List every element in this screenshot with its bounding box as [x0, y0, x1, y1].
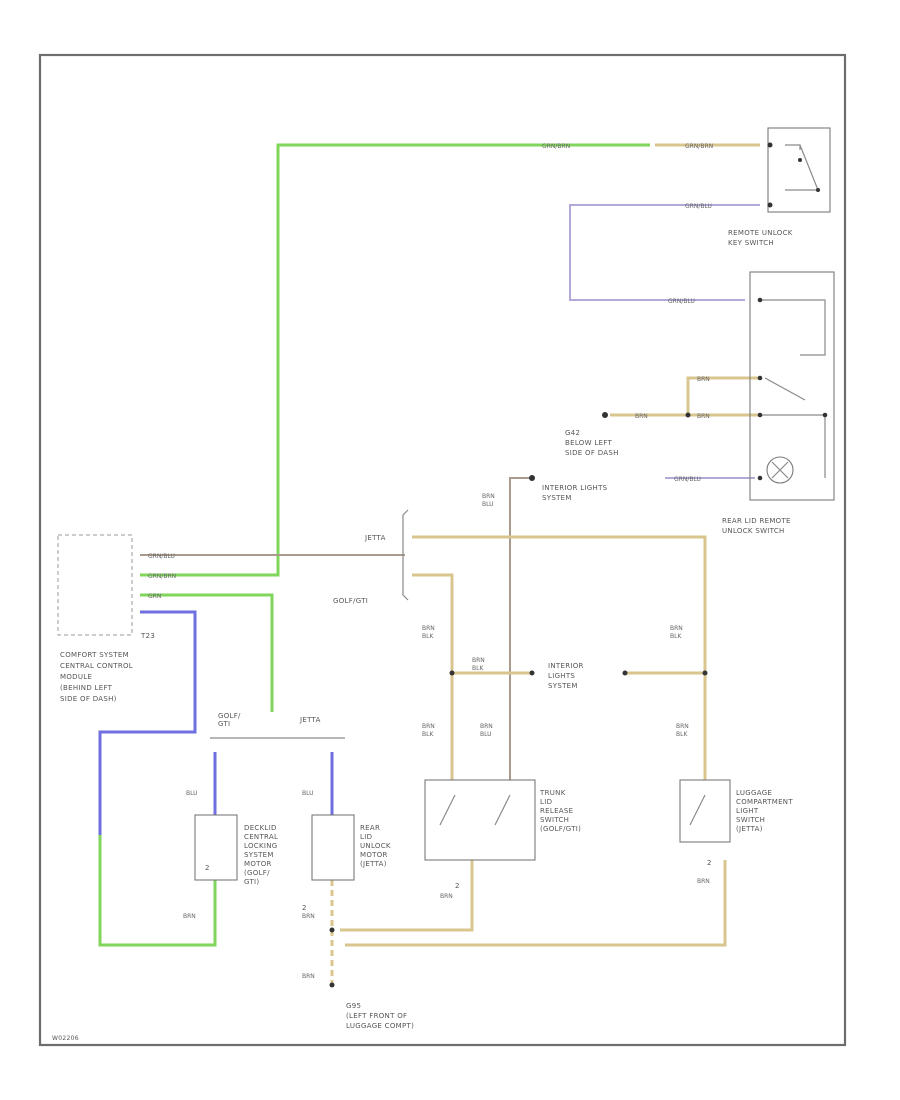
wire-label: GRN	[148, 593, 161, 600]
luggage-switch-contact	[689, 794, 706, 826]
wire-label: GRN/BLU	[668, 298, 695, 305]
wire-grn-ground	[98, 835, 217, 947]
wire-brn-gnd-trunk	[340, 860, 474, 932]
g42-ground-point	[602, 412, 608, 418]
wire-label: BRN	[697, 413, 710, 420]
wire-label: GRN/BLU	[148, 553, 175, 560]
t23-connector-label: T23	[140, 632, 155, 640]
wire-label: BLU	[302, 790, 314, 797]
jetta-label: JETTA	[364, 534, 386, 542]
wire-label: BLU	[186, 790, 198, 797]
wire-label: GRN/BLU	[674, 476, 701, 483]
wire-brn-gnd-luggage	[345, 860, 727, 947]
figure-id: W02206	[52, 1035, 79, 1042]
wire-golf-tan	[412, 573, 454, 780]
golf-gti-label: GOLF/GTI	[333, 597, 368, 605]
wire-grn-brn-top	[140, 143, 650, 577]
wire-label: BRN	[697, 376, 710, 383]
wire-label: BRN	[635, 413, 648, 420]
luggage-compartment-light-switch	[679, 779, 731, 843]
comfort-control-module	[57, 534, 133, 636]
key-switch-contacts	[785, 144, 819, 191]
pin-label: 2	[707, 859, 712, 867]
wire-label: GRN/BRN	[542, 143, 570, 150]
trunk-switch-contacts	[439, 794, 511, 826]
rear-lid-remote-unlock-switch	[749, 271, 835, 501]
wire-label: BRN	[302, 913, 315, 920]
pin-label: 2	[302, 904, 307, 912]
wire-label: BRN	[183, 913, 196, 920]
wire-label: BRN	[440, 893, 453, 900]
wire-brn-a	[686, 376, 760, 415]
diagram-frame	[38, 53, 847, 1047]
pin-label: 2	[455, 882, 460, 890]
rear-lid-switch-wire-b	[760, 377, 826, 478]
jetta-golf-bracket	[402, 509, 409, 601]
wire-label: BRN	[302, 973, 315, 980]
remote-unlock-key-switch	[767, 127, 831, 213]
pin-label: 2	[205, 864, 210, 872]
trunk-lid-release-switch	[424, 779, 536, 861]
wire-blu-module	[98, 610, 197, 835]
wire-grn-blu-loop	[569, 204, 760, 301]
wire-brn-blu	[509, 477, 532, 780]
wire-label: BRN	[697, 878, 710, 885]
decklid-central-locking-motor	[194, 814, 238, 881]
wire-label: GRN/BLU	[685, 203, 712, 210]
golf-gti-lower-label: GOLF/GTI	[218, 712, 241, 728]
rear-lid-switch-wire-a	[760, 299, 826, 356]
rear-lid-switch-lamp	[766, 456, 794, 484]
g95-ground-point	[329, 982, 335, 988]
jetta-lower-label: JETTA	[299, 716, 321, 724]
wire-label: GRN/BRN	[685, 143, 713, 150]
wire-label: GRN/BRN	[148, 573, 176, 580]
wire-jetta-tan	[412, 535, 707, 780]
rear-lid-lamp-x	[771, 461, 789, 479]
wire-conn-grn	[140, 593, 274, 712]
rear-lid-unlock-motor	[311, 814, 355, 881]
